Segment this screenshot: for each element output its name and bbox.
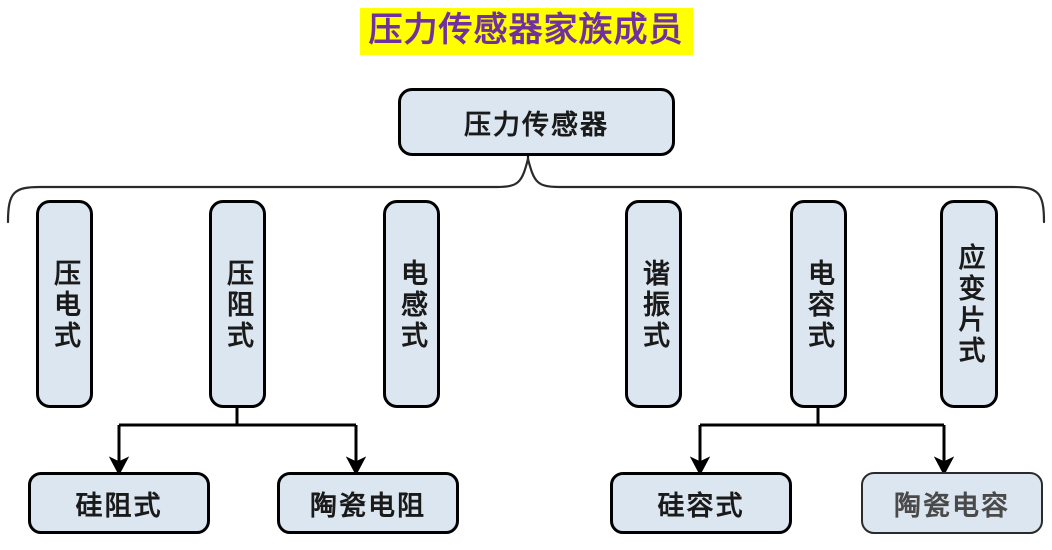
node-root-pressure-sensor[interactable]: 压力传感器	[398, 88, 675, 156]
page-title-text: 压力传感器家族成员	[359, 8, 693, 55]
page-title: 压力传感器家族成员	[0, 8, 1052, 55]
branch-to-leaves-left-connector	[119, 407, 356, 427]
node-branch-piezoresistive[interactable]: 压阻式	[209, 200, 266, 408]
node-branch-capacitive[interactable]: 电容式	[790, 200, 847, 408]
node-leaf-ceramic-capacitor[interactable]: 陶瓷电容	[861, 472, 1043, 534]
node-branch-strain-gauge[interactable]: 应变片式	[940, 200, 998, 408]
node-leaf-silicon-capacitive[interactable]: 硅容式	[610, 472, 792, 534]
node-leaf-ceramic-resistor[interactable]: 陶瓷电阻	[277, 472, 459, 534]
node-branch-inductive[interactable]: 电感式	[383, 200, 440, 408]
node-leaf-silicon-resistive[interactable]: 硅阻式	[28, 472, 210, 534]
branch-to-leaves-right-connector	[700, 407, 944, 427]
node-branch-resonant[interactable]: 谐振式	[625, 200, 682, 408]
node-branch-piezoelectric[interactable]: 压电式	[36, 200, 93, 408]
brace-connector	[6, 154, 1046, 224]
